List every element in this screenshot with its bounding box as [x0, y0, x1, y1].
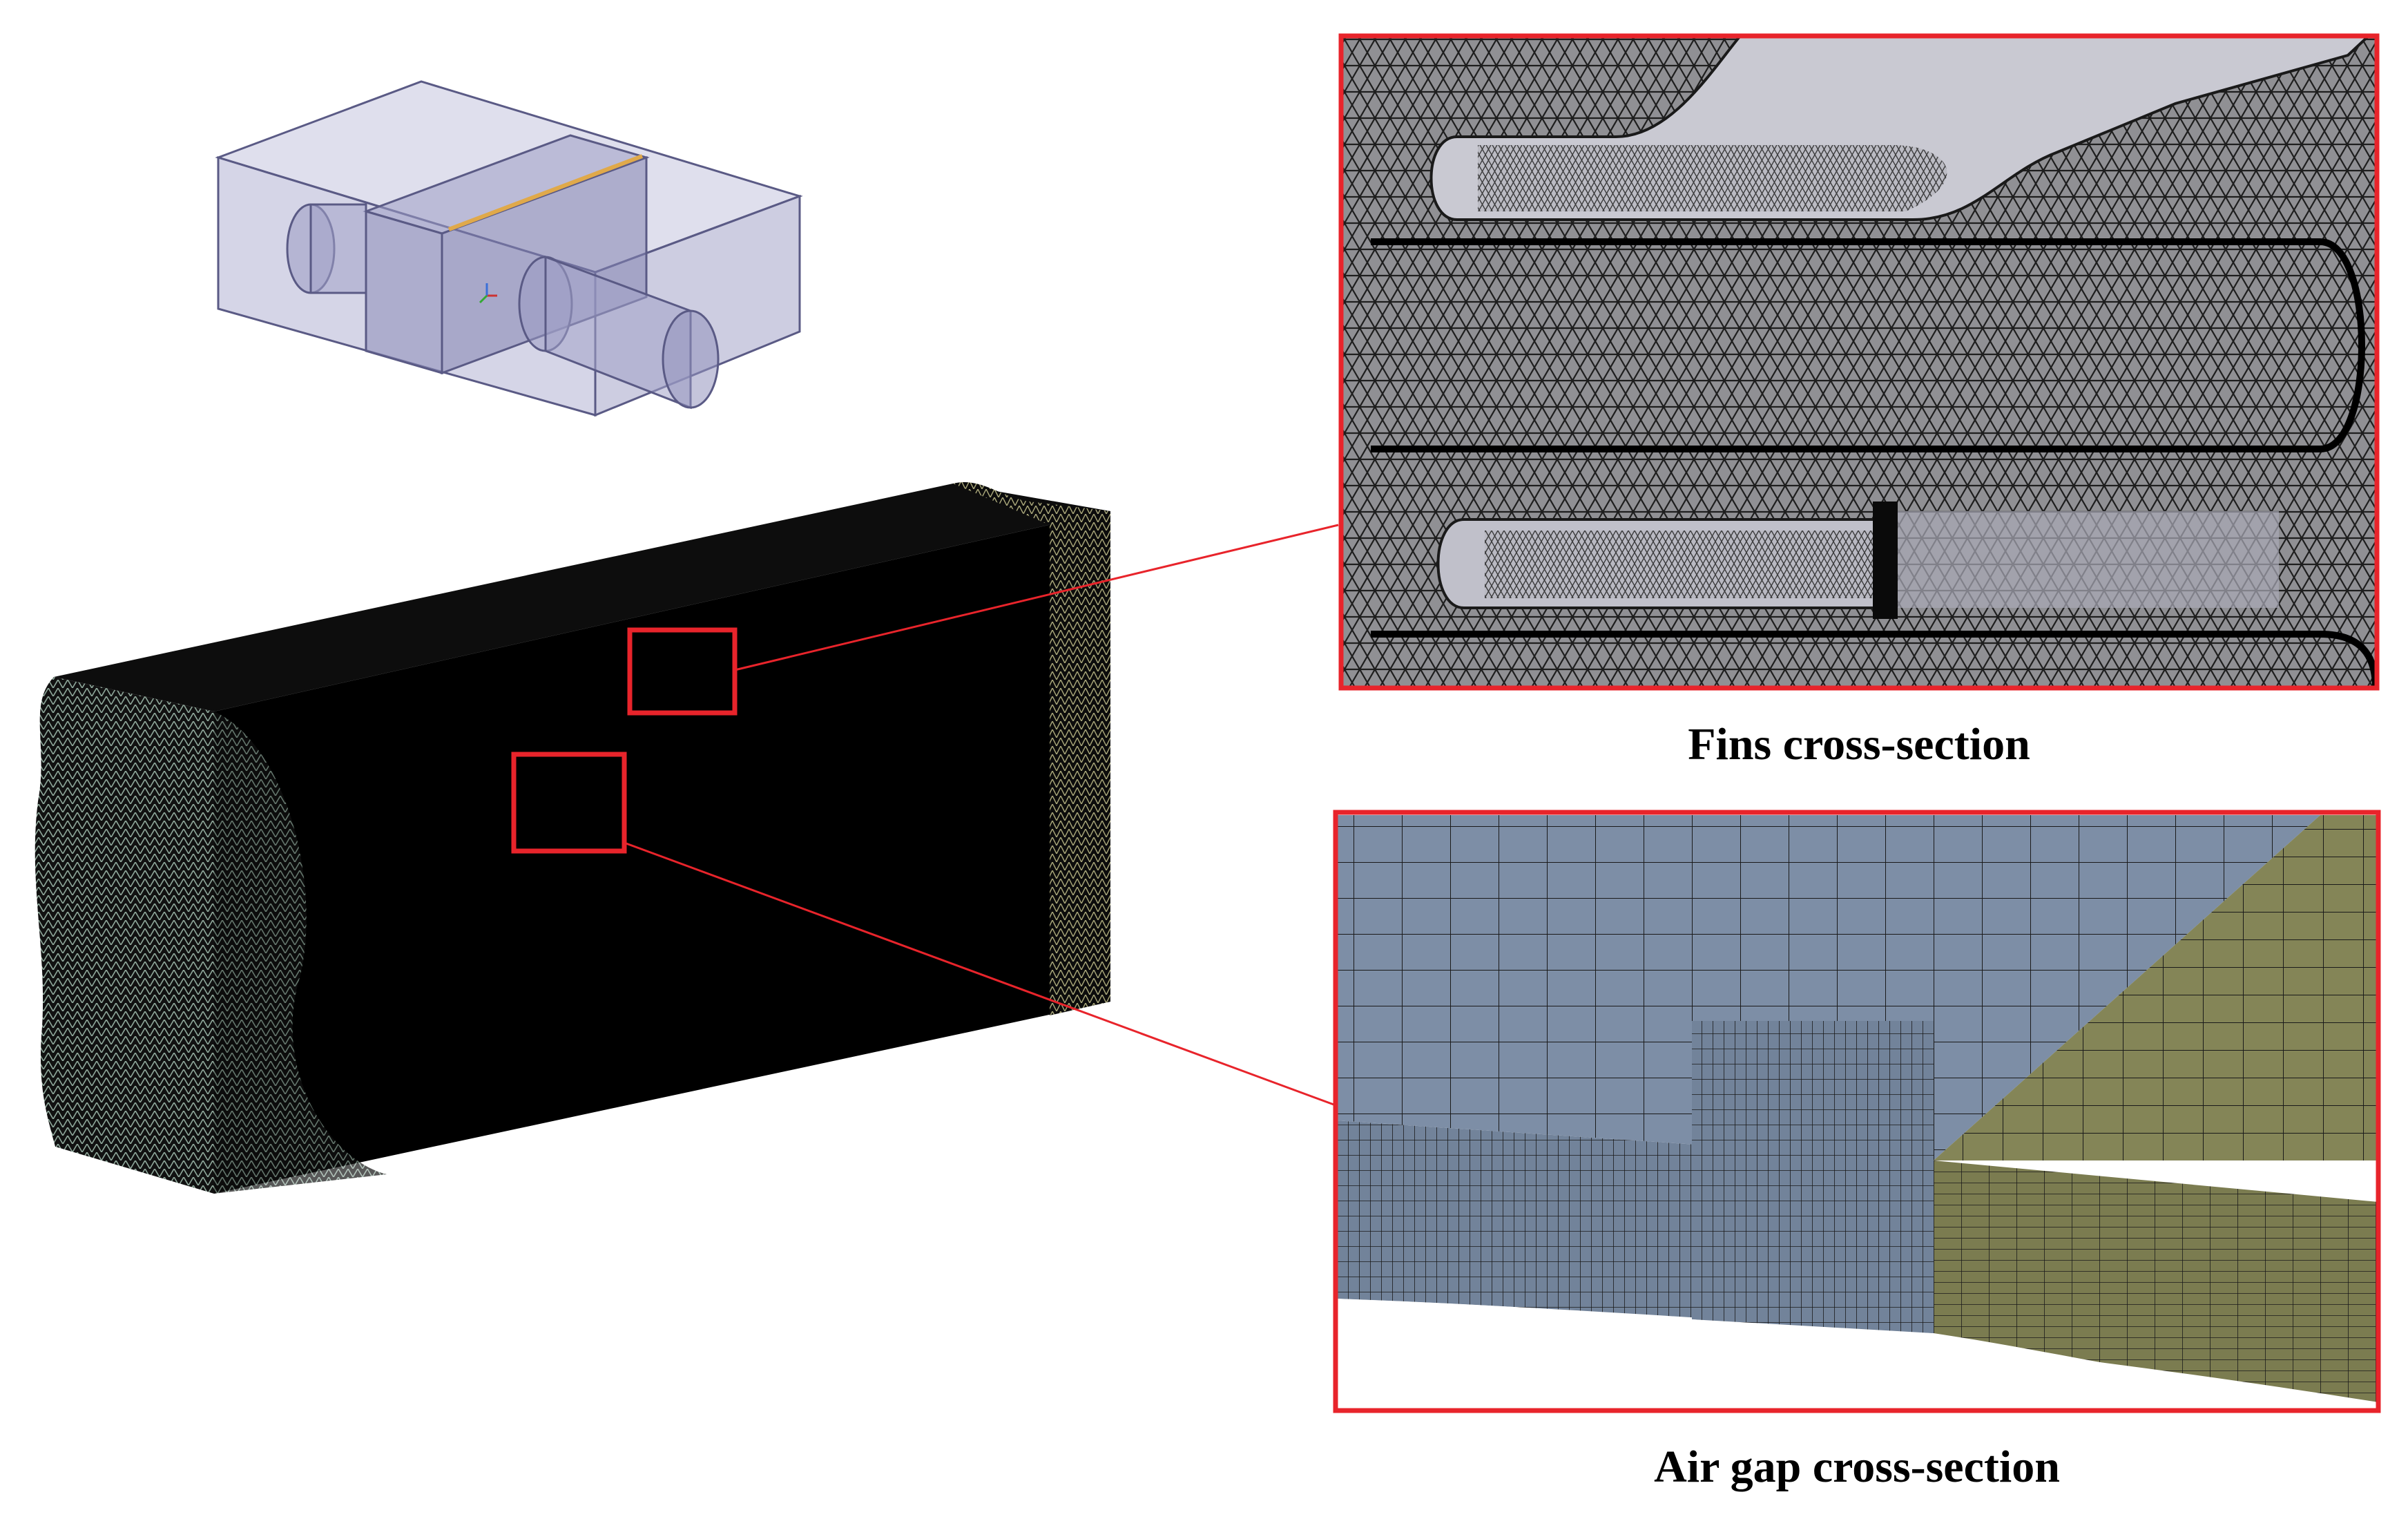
cad-assembly-icon — [215, 80, 803, 417]
fins-leader-line — [734, 524, 1339, 671]
meshed-stator-block — [35, 481, 1110, 1194]
fins-callout-marker — [627, 627, 738, 716]
fins-detail-panel — [1338, 33, 2380, 691]
air-gap-detail-panel — [1333, 810, 2381, 1413]
fins-caption: Fins cross-section — [1688, 719, 2030, 770]
air-gap-leader-line — [624, 841, 1336, 1107]
axis-triad-icon — [479, 283, 497, 304]
air-gap-callout-marker — [511, 752, 627, 854]
air-gap-caption: Air gap cross-section — [1654, 1442, 2060, 1492]
